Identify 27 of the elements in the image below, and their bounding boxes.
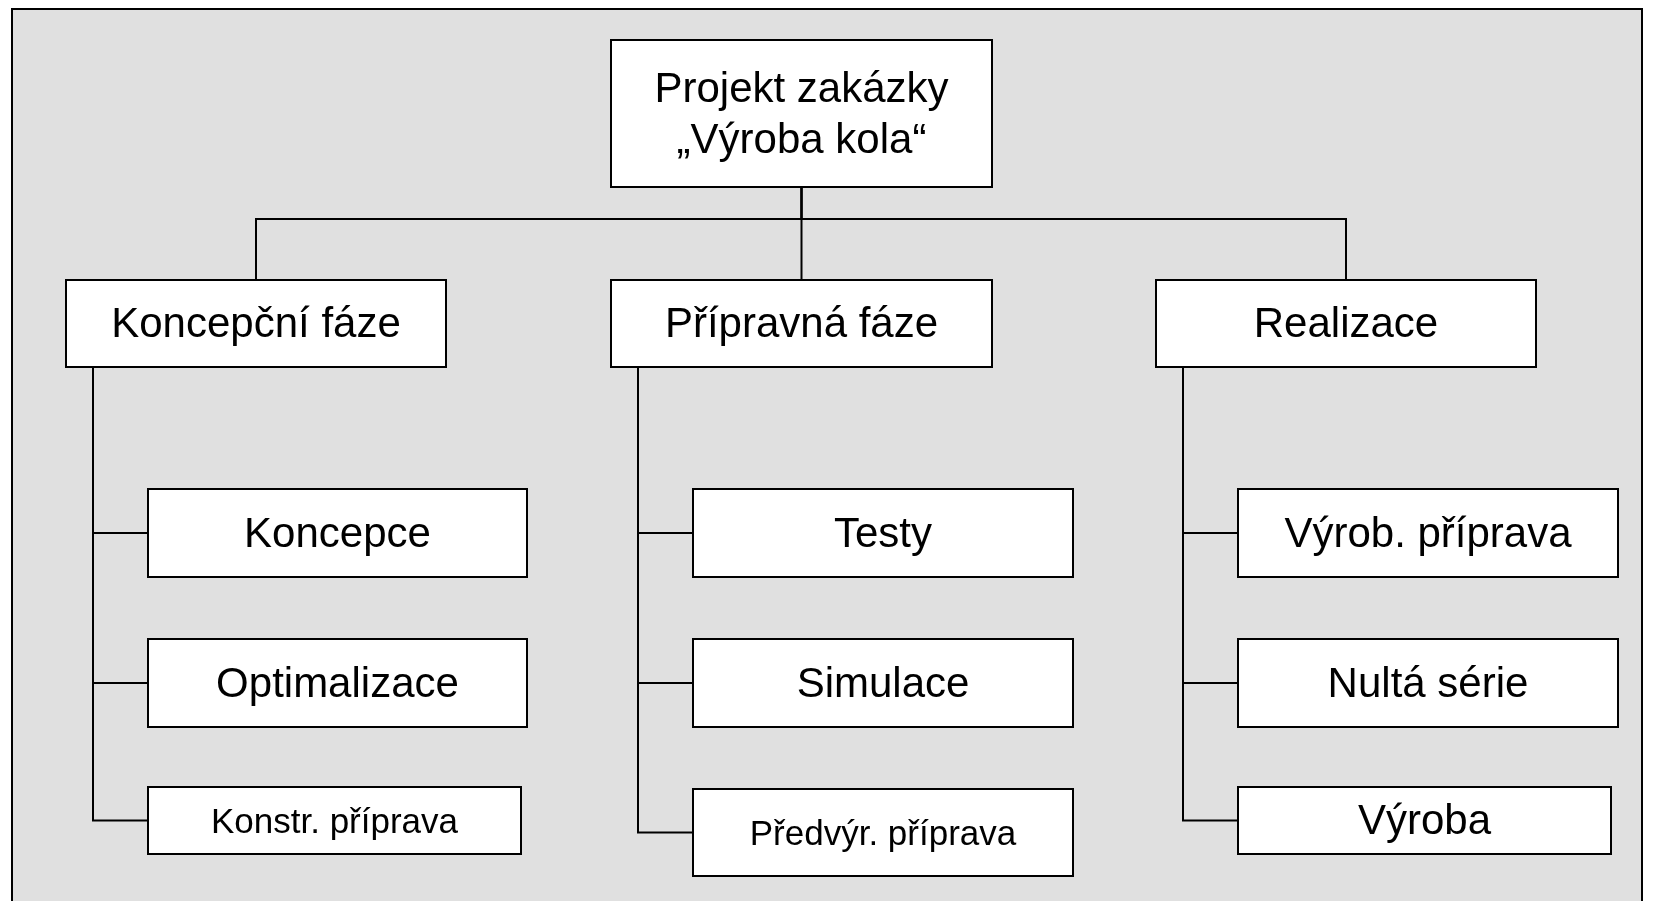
- node-label: Nultá série: [1327, 657, 1529, 708]
- connector-line: [800, 187, 1347, 280]
- node-label: Přípravná fáze: [664, 298, 939, 349]
- node-box: [147, 488, 528, 578]
- node-box: [147, 786, 522, 855]
- node-box: [692, 638, 1074, 728]
- node-label: Výrob. příprava: [1284, 507, 1572, 558]
- node-label: Realizace: [1253, 298, 1439, 349]
- node-label: Koncepční fáze: [111, 298, 401, 349]
- node-box: [1155, 279, 1537, 368]
- node-label: Simulace: [796, 657, 970, 708]
- node-box: [610, 39, 993, 188]
- node-label: Testy: [834, 507, 932, 558]
- node-label: Optimalizace: [216, 657, 459, 708]
- node-box: [65, 279, 447, 368]
- node-label: Výroba: [1357, 795, 1492, 846]
- node-box: [1237, 786, 1612, 855]
- node-box: [1237, 488, 1619, 578]
- node-box: [147, 638, 528, 728]
- node-label: Předvýr. příprava: [749, 811, 1017, 854]
- node-box: [610, 279, 993, 368]
- node-box: [692, 488, 1074, 578]
- node-label: Konstr. příprava: [210, 799, 459, 842]
- node-box: [1237, 638, 1619, 728]
- node-label: Projekt zakázky „Výroba kola“: [653, 63, 950, 164]
- node-label: Koncepce: [244, 507, 431, 558]
- node-box: [692, 788, 1074, 877]
